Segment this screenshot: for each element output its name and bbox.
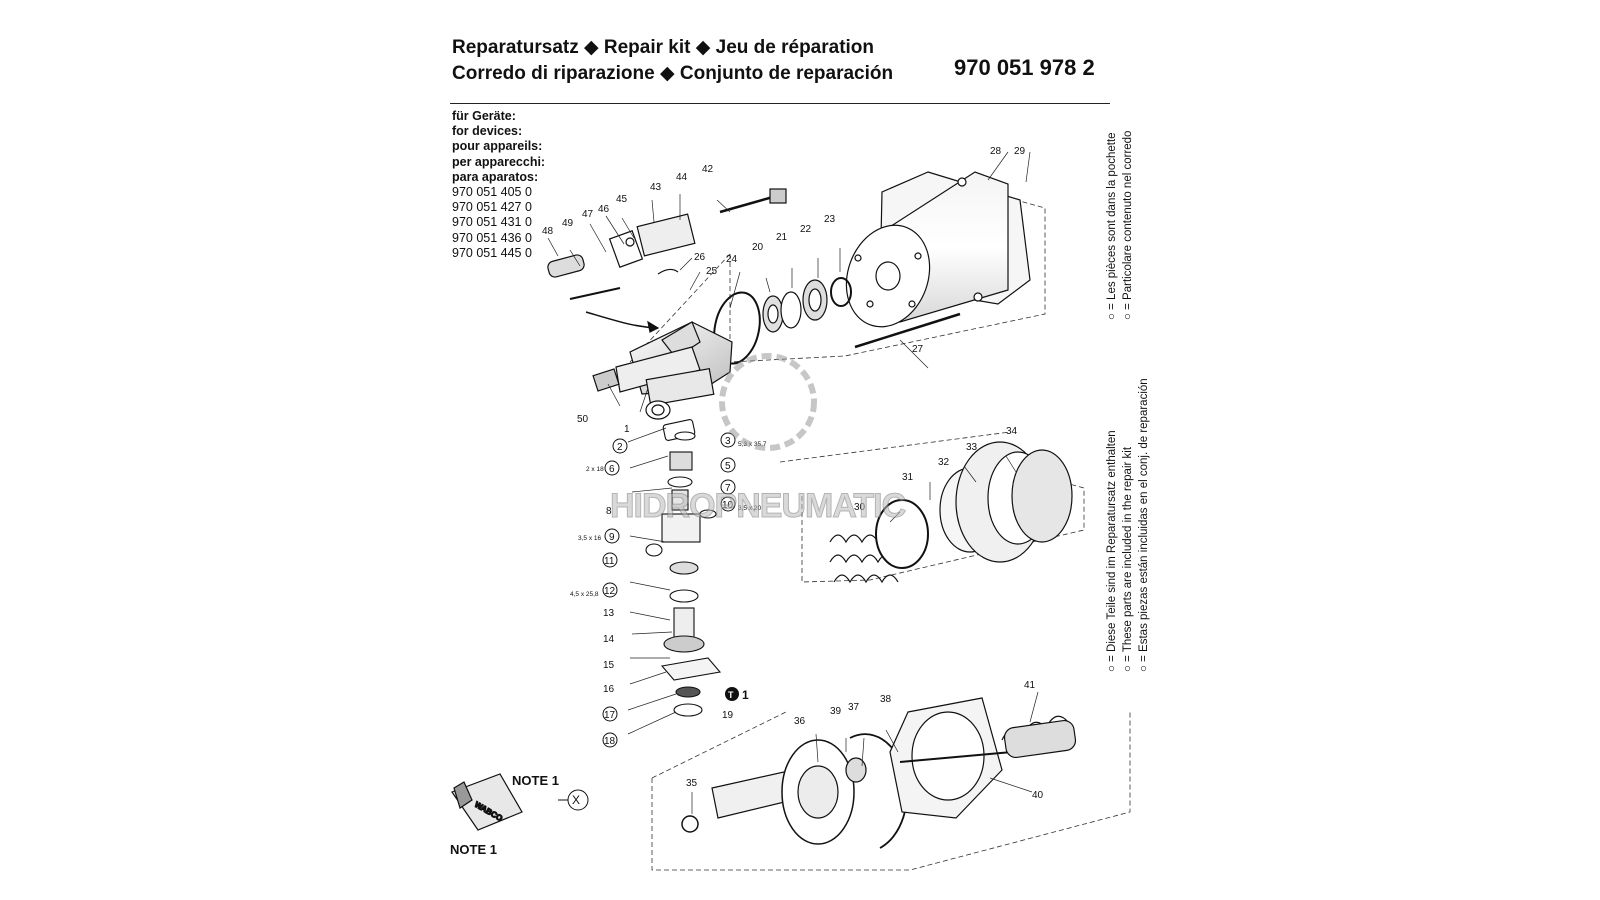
callout-38: 38 xyxy=(880,694,892,705)
device-number: 970 051 431 0 xyxy=(452,215,532,230)
callout-7: 7 xyxy=(725,483,731,494)
callout-49: 49 xyxy=(562,218,574,229)
title-line-2: Corredo di riparazione ◆ Conjunto de rep… xyxy=(452,63,894,84)
callout-21: 21 xyxy=(776,232,788,243)
device-label: pour appareils: xyxy=(452,139,543,154)
device-label: per apparecchi: xyxy=(452,154,546,169)
callout-1: 1 xyxy=(624,424,630,435)
grease-tube: WABCO xyxy=(451,773,523,831)
callout-24: 24 xyxy=(726,254,738,265)
callout-35: 35 xyxy=(686,778,698,789)
size-12: 4,5 x 25,8 xyxy=(570,591,599,598)
device-label: para aparatos: xyxy=(452,169,539,184)
callout-12: 12 xyxy=(604,586,616,597)
callout-28: 28 xyxy=(990,146,1002,157)
callout-19: 19 xyxy=(722,710,734,721)
leader-lines xyxy=(547,151,1039,814)
callout-48: 48 xyxy=(542,226,554,237)
callout-50: 50 xyxy=(577,414,589,425)
pushrod-assembly xyxy=(681,697,1077,849)
seal-rings xyxy=(713,277,852,365)
callout-17: 17 xyxy=(604,710,616,721)
device-list: für Geräte: for devices: pour appareils:… xyxy=(452,109,545,261)
size-10: 3,5 x 20 xyxy=(738,505,762,512)
title-line-1: Reparatursatz ◆ Repair kit ◆ Jeu de répa… xyxy=(452,37,875,58)
callout-16: 16 xyxy=(603,684,615,695)
note-1-footer: NOTE 1 xyxy=(450,842,497,857)
connector-parts xyxy=(547,188,787,333)
callout-6: 6 xyxy=(609,464,615,475)
callout-36: 36 xyxy=(794,716,806,727)
callout-10: 10 xyxy=(722,500,734,511)
callout-11: 11 xyxy=(604,556,615,567)
callout-41: 41 xyxy=(1024,680,1036,691)
callout-3: 3 xyxy=(725,436,731,447)
callout-18: 18 xyxy=(604,736,616,747)
callout-31: 31 xyxy=(902,472,914,483)
callout-39: 39 xyxy=(830,706,842,717)
callout-33: 33 xyxy=(966,442,978,453)
torque-icon xyxy=(725,687,739,701)
valve-stack xyxy=(645,419,722,717)
callout-2: 2 xyxy=(617,442,623,453)
kit-part-number: 970 051 978 2 xyxy=(954,55,1095,80)
parts-sheet: Reparatursatz ◆ Repair kit ◆ Jeu de répa… xyxy=(430,22,1170,890)
callout-34: 34 xyxy=(1006,426,1018,437)
callout-20: 20 xyxy=(752,242,764,253)
svg-text:1: 1 xyxy=(742,688,749,702)
callout-14: 14 xyxy=(603,634,615,645)
part-callouts: 1 50 2 3 5,3 x 35,7 5 6 2 x 18 7 8 10 3,… xyxy=(542,146,1044,801)
piston-assembly xyxy=(829,441,1073,584)
device-label: für Geräte: xyxy=(452,109,516,123)
exploded-view-diagram: WABCO X T 1 xyxy=(451,146,1131,871)
callout-40: 40 xyxy=(1032,790,1044,801)
size-9: 3,5 x 16 xyxy=(578,535,602,542)
device-number: 970 051 436 0 xyxy=(452,230,532,245)
callout-45: 45 xyxy=(616,194,628,205)
note-x-symbol: X xyxy=(572,793,580,807)
callout-46: 46 xyxy=(598,204,610,215)
callout-26: 26 xyxy=(694,252,706,263)
callout-13: 13 xyxy=(603,608,615,619)
callout-43: 43 xyxy=(650,182,662,193)
device-label: for devices: xyxy=(452,124,523,139)
cylinder-housing xyxy=(845,171,1031,328)
device-number: 970 051 405 0 xyxy=(452,185,532,200)
callout-9: 9 xyxy=(609,532,615,543)
device-number: 970 051 445 0 xyxy=(452,245,532,260)
callout-42: 42 xyxy=(702,164,714,175)
callout-27: 27 xyxy=(912,344,924,355)
callout-30: 30 xyxy=(854,502,866,513)
callout-5: 5 xyxy=(725,461,731,472)
watermark: HIDROPNEUMATIC xyxy=(610,353,907,526)
svg-text:T: T xyxy=(728,690,734,700)
device-number: 970 051 427 0 xyxy=(452,200,532,215)
callout-44: 44 xyxy=(676,172,688,183)
watermark-text: HIDROPNEUMATIC xyxy=(610,487,906,525)
size-3: 5,3 x 35,7 xyxy=(738,441,767,448)
size-6: 2 x 18 xyxy=(586,466,604,473)
callout-25: 25 xyxy=(706,266,718,277)
header-rule xyxy=(450,103,1110,104)
note-1-label: NOTE 1 xyxy=(512,773,559,788)
callout-23: 23 xyxy=(824,214,836,225)
callout-47: 47 xyxy=(582,209,594,220)
callout-29: 29 xyxy=(1014,146,1026,157)
callout-22: 22 xyxy=(800,224,812,235)
callout-15: 15 xyxy=(603,660,615,671)
callout-8: 8 xyxy=(606,506,612,517)
callout-32: 32 xyxy=(938,457,950,468)
tie-rod xyxy=(854,312,961,349)
callout-37: 37 xyxy=(848,702,860,713)
valve-body xyxy=(592,321,733,420)
